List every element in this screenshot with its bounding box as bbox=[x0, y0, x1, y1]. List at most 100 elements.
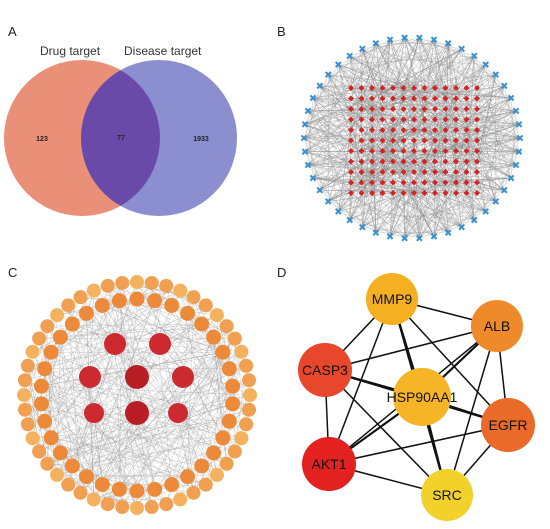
network-c-node bbox=[40, 457, 54, 471]
network-c-node bbox=[187, 486, 201, 500]
hub-node-akt1: AKT1 bbox=[302, 437, 356, 491]
network-c-node bbox=[44, 430, 59, 445]
network-c-node bbox=[65, 317, 80, 332]
network-c-node bbox=[53, 330, 68, 345]
hub-node-label: EGFR bbox=[489, 417, 528, 433]
network-c-node bbox=[145, 276, 159, 290]
network-b-edge bbox=[305, 88, 351, 124]
network-c-node bbox=[74, 486, 88, 500]
hub-node-egfr: EGFR bbox=[481, 398, 535, 452]
venn-diagram: 123 77 1933 bbox=[0, 0, 275, 262]
hub-node-label: SRC bbox=[432, 487, 462, 503]
bipartite-network-panel bbox=[275, 0, 550, 262]
network-b-edge bbox=[362, 40, 391, 109]
network-c-node bbox=[44, 345, 59, 360]
network-c-node bbox=[215, 345, 230, 360]
network-c-node bbox=[130, 292, 145, 307]
network-c-node bbox=[159, 279, 173, 293]
network-c-hub-node bbox=[84, 403, 104, 423]
network-c-node bbox=[242, 373, 256, 387]
network-c-node bbox=[130, 275, 144, 289]
network-b-compound-node bbox=[348, 106, 354, 112]
network-c-node bbox=[115, 276, 129, 290]
network-c-node bbox=[65, 458, 80, 473]
network-c-node bbox=[130, 501, 144, 515]
network-c-node bbox=[32, 332, 46, 346]
venn-left-count: 123 bbox=[36, 136, 48, 143]
network-c-node bbox=[243, 388, 257, 402]
network-c-node bbox=[53, 445, 68, 460]
network-c-node bbox=[18, 403, 32, 417]
network-c-node bbox=[21, 417, 35, 431]
network-c-node bbox=[115, 500, 129, 514]
network-c-node bbox=[147, 482, 162, 497]
hub-node-casp3: CASP3 bbox=[298, 343, 352, 397]
network-c-node bbox=[206, 445, 221, 460]
network-b-compound-node bbox=[453, 117, 459, 123]
venn-overlap-count: 77 bbox=[117, 135, 125, 142]
network-c-node bbox=[21, 359, 35, 373]
network-c-node bbox=[210, 468, 224, 482]
network-c-node bbox=[222, 361, 237, 376]
network-c-node bbox=[210, 308, 224, 322]
network-c-node bbox=[206, 330, 221, 345]
network-c-node bbox=[239, 417, 253, 431]
venn-panel: Drug target Disease target 123 77 1933 bbox=[0, 0, 275, 262]
network-c-hub-node bbox=[104, 333, 126, 355]
network-c-node bbox=[164, 477, 179, 492]
network-c-node bbox=[17, 388, 31, 402]
network-c-node bbox=[50, 308, 64, 322]
network-c-node bbox=[26, 431, 40, 445]
network-c-node bbox=[159, 497, 173, 511]
hub-node-label: HSP90AA1 bbox=[387, 389, 458, 405]
network-c-node bbox=[79, 306, 94, 321]
network-c-node bbox=[147, 293, 162, 308]
network-c-node bbox=[225, 379, 240, 394]
network-c-node bbox=[234, 431, 248, 445]
network-b-compound-node bbox=[464, 106, 470, 112]
network-c-node bbox=[228, 445, 242, 459]
network-c-node bbox=[220, 319, 234, 333]
network-c-node bbox=[234, 345, 248, 359]
network-c-node bbox=[18, 373, 32, 387]
network-c-node bbox=[173, 284, 187, 298]
network-c-node bbox=[37, 414, 52, 429]
network-c-hub-node bbox=[125, 365, 149, 389]
network-c-node bbox=[37, 361, 52, 376]
network-c-node bbox=[180, 469, 195, 484]
bipartite-network bbox=[275, 0, 550, 262]
network-c-node bbox=[164, 298, 179, 313]
network-c-node bbox=[130, 484, 145, 499]
hub-node-src: SRC bbox=[421, 469, 473, 521]
network-c-node bbox=[112, 293, 127, 308]
network-c-node bbox=[112, 482, 127, 497]
network-c-hub-node bbox=[168, 403, 188, 423]
network-c-node bbox=[34, 379, 49, 394]
network-c-edge bbox=[152, 283, 172, 485]
ppi-network bbox=[0, 262, 275, 524]
hub-node-label: CASP3 bbox=[302, 362, 348, 378]
hub-node-hsp90aa1: HSP90AA1 bbox=[387, 368, 458, 426]
network-c-node bbox=[26, 345, 40, 359]
network-c-node bbox=[50, 468, 64, 482]
hub-node-mmp9: MMP9 bbox=[366, 273, 418, 325]
network-c-node bbox=[61, 478, 75, 492]
network-c-node bbox=[194, 458, 209, 473]
network-c-node bbox=[87, 284, 101, 298]
network-c-node bbox=[61, 298, 75, 312]
ppi-network-panel bbox=[0, 262, 275, 524]
network-c-hub-node bbox=[125, 401, 149, 425]
venn-right-count: 1933 bbox=[193, 136, 209, 143]
hub-node-label: AKT1 bbox=[311, 456, 346, 472]
network-c-node bbox=[225, 396, 240, 411]
network-c-node bbox=[101, 497, 115, 511]
network-c-node bbox=[199, 298, 213, 312]
network-c-node bbox=[187, 290, 201, 304]
network-c-node bbox=[40, 319, 54, 333]
network-c-node bbox=[215, 430, 230, 445]
network-c-node bbox=[180, 306, 195, 321]
network-c-hub-node bbox=[172, 366, 194, 388]
network-c-node bbox=[34, 396, 49, 411]
